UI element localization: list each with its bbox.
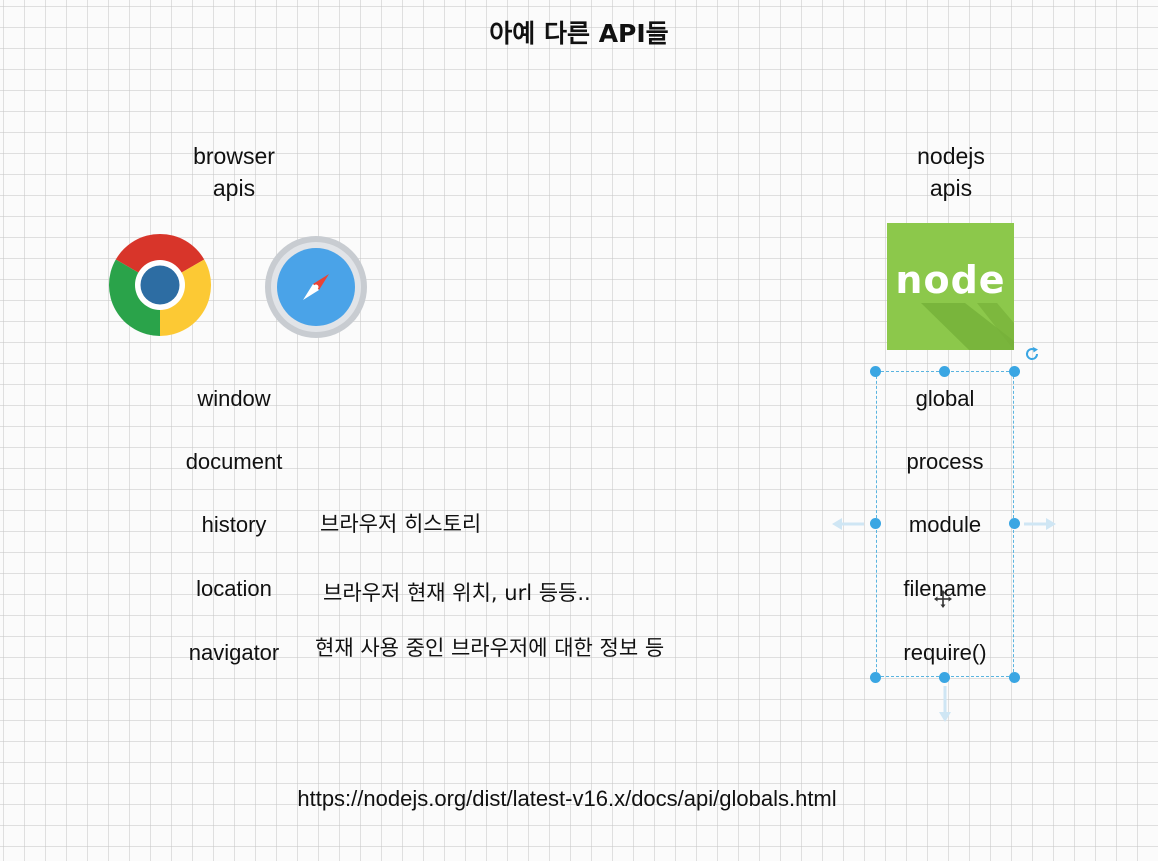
browser-apis-heading: browser apis (154, 140, 314, 204)
connector-arrow-right-icon[interactable] (1022, 516, 1056, 532)
resize-handle-right[interactable] (1009, 518, 1020, 529)
node-api-process: process (906, 449, 984, 474)
browser-api-document: document (185, 449, 283, 474)
connector-arrow-down-icon[interactable] (937, 686, 953, 722)
node-api-filename: filename (903, 576, 987, 601)
nodejs-heading-line1: nodejs (917, 143, 985, 169)
nodejs-logo-icon (887, 223, 1014, 350)
resize-handle-top-right[interactable] (1009, 366, 1020, 377)
nodejs-apis-heading: nodejs apis (871, 140, 1031, 204)
resize-handle-bottom[interactable] (939, 672, 950, 683)
browser-api-navigator: navigator (188, 640, 280, 665)
browser-api-location: location (196, 576, 272, 601)
node-api-global: global (915, 386, 975, 411)
connector-arrow-left-icon[interactable] (832, 516, 866, 532)
resize-handle-top[interactable] (939, 366, 950, 377)
nodejs-heading-line2: apis (929, 175, 973, 201)
safari-logo-icon (264, 235, 368, 339)
resize-handle-left[interactable] (870, 518, 881, 529)
chrome-logo-icon (108, 233, 212, 337)
resize-handle-bottom-right[interactable] (1009, 672, 1020, 683)
resize-handle-bottom-left[interactable] (870, 672, 881, 683)
browser-heading-line2: apis (212, 175, 256, 201)
browser-heading-line1: browser (193, 143, 275, 169)
nodejs-logo-text: node (895, 258, 1006, 302)
location-description: 브라우저 현재 위치, url 등등.. (323, 581, 591, 605)
selection-box[interactable] (876, 371, 1014, 677)
resize-handle-top-left[interactable] (870, 366, 881, 377)
reference-url[interactable]: https://nodejs.org/dist/latest-v16.x/doc… (297, 786, 837, 811)
move-cursor-icon (934, 590, 952, 608)
browser-api-history: history (201, 512, 267, 537)
navigator-description: 현재 사용 중인 브라우저에 대한 정보 등 (315, 636, 665, 660)
node-api-require: require() (903, 640, 987, 665)
node-api-module: module (908, 512, 982, 537)
history-description: 브라우저 히스토리 (320, 512, 482, 536)
rotate-icon[interactable] (1023, 345, 1041, 363)
browser-api-window: window (197, 386, 271, 411)
page-title: 아예 다른 API들 (489, 19, 669, 48)
